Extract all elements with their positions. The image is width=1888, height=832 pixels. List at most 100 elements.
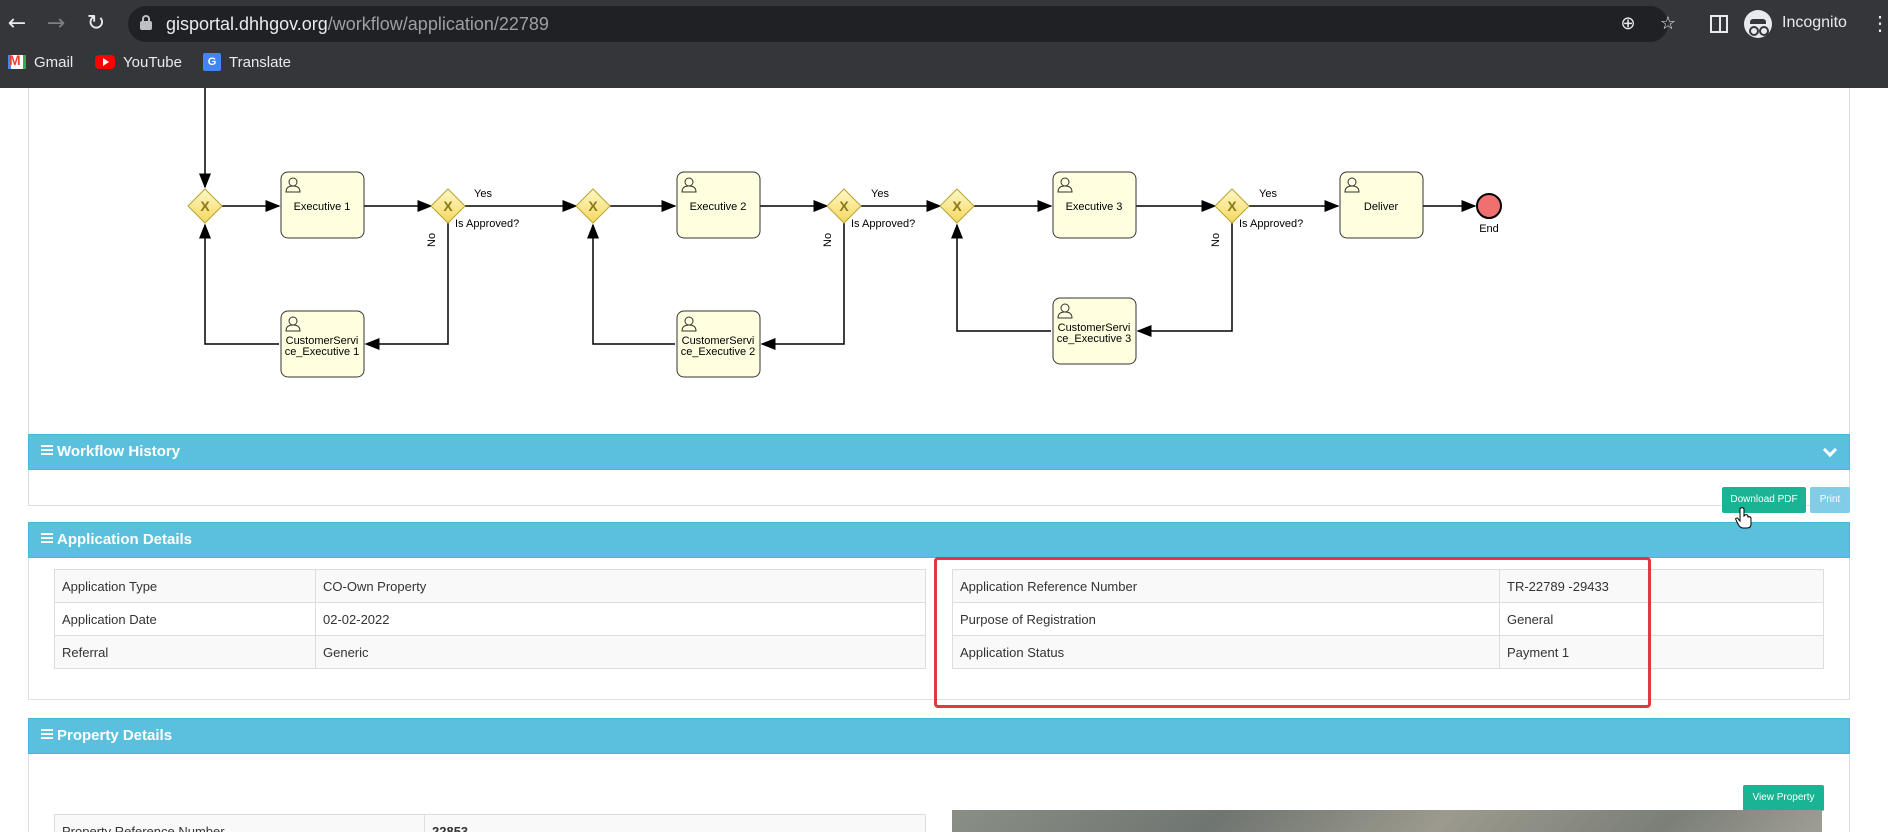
task-customerservice-executive-3[interactable] bbox=[1052, 297, 1137, 365]
list-icon bbox=[41, 729, 53, 739]
side-panel-icon[interactable] bbox=[1710, 15, 1728, 33]
row-label: Application Type bbox=[54, 569, 316, 603]
task-label-cs3-line1: CustomerServi bbox=[1058, 322, 1131, 334]
application-details-title: Application Details bbox=[57, 531, 193, 548]
row-label: Referral bbox=[54, 635, 316, 669]
edge-label-approved-2: Is Approved? bbox=[851, 218, 915, 230]
translate-icon: G bbox=[203, 53, 221, 72]
task-label-cs2-line2: ce_Executive 2 bbox=[681, 346, 756, 358]
edge-label-approved-3: Is Approved? bbox=[1239, 218, 1303, 230]
application-details-header[interactable]: Application Details bbox=[28, 522, 1850, 558]
youtube-icon bbox=[95, 55, 115, 70]
row-label: Purpose of Registration bbox=[952, 602, 1500, 636]
task-label-deliver: Deliver bbox=[1364, 201, 1399, 213]
svg-text:X: X bbox=[952, 198, 962, 214]
incognito-icon bbox=[1744, 10, 1772, 38]
row-value: CO-Own Property bbox=[315, 569, 926, 603]
reload-icon[interactable]: ↻ bbox=[86, 11, 106, 36]
zoom-icon[interactable]: ⊕ bbox=[1620, 13, 1636, 34]
task-deliver[interactable] bbox=[1339, 171, 1424, 239]
row-value: Generic bbox=[315, 635, 926, 669]
lock-icon[interactable] bbox=[140, 15, 152, 31]
workflow-history-title: Workflow History bbox=[57, 443, 181, 460]
row-label: Property Reference Number bbox=[54, 814, 425, 832]
print-button[interactable]: Print bbox=[1810, 487, 1850, 513]
edge-label-no-2: No bbox=[822, 233, 834, 247]
task-executive-3[interactable] bbox=[1052, 171, 1137, 239]
more-menu-icon[interactable]: ⋮ bbox=[1870, 13, 1888, 35]
task-label-cs1-line1: CustomerServi bbox=[286, 335, 359, 347]
address-bar[interactable]: gisportal.dhhgov.org/workflow/applicatio… bbox=[128, 6, 1676, 42]
list-icon bbox=[41, 533, 53, 543]
edge-label-no-1: No bbox=[426, 233, 438, 247]
edge-label-approved-1: Is Approved? bbox=[455, 218, 519, 230]
task-label-executive-1: Executive 1 bbox=[294, 201, 351, 213]
task-executive-2[interactable] bbox=[676, 171, 761, 239]
gateway-4 bbox=[826, 188, 862, 224]
bookmark-star-icon[interactable]: ☆ bbox=[1659, 13, 1677, 34]
list-icon bbox=[41, 445, 53, 455]
task-label-cs3-line2: ce_Executive 3 bbox=[1057, 333, 1132, 345]
view-property-button[interactable]: View Property bbox=[1743, 785, 1824, 811]
end-event bbox=[1476, 193, 1502, 219]
task-label-cs2-line1: CustomerServi bbox=[682, 335, 755, 347]
edge-label-yes-2: Yes bbox=[871, 188, 889, 200]
end-label: End bbox=[1479, 223, 1499, 235]
svg-text:X: X bbox=[839, 198, 849, 214]
edge-label-yes-3: Yes bbox=[1259, 188, 1277, 200]
hand-cursor-icon bbox=[1735, 507, 1752, 529]
browser-toolbar: ← → ↻ gisportal.dhhgov.org/workflow/appl… bbox=[0, 0, 1888, 48]
task-label-executive-3: Executive 3 bbox=[1066, 201, 1123, 213]
bookmark-youtube[interactable]: YouTube bbox=[95, 54, 182, 76]
svg-text:X: X bbox=[200, 198, 210, 214]
task-customerservice-executive-1[interactable] bbox=[280, 310, 365, 378]
row-label: Application Reference Number bbox=[952, 569, 1500, 603]
row-label: Application Date bbox=[54, 602, 316, 636]
bookmark-gmail[interactable]: Gmail bbox=[8, 52, 73, 76]
row-value: Payment 1 bbox=[1499, 635, 1824, 669]
task-label-cs1-line2: ce_Executive 1 bbox=[285, 346, 360, 358]
download-pdf-button[interactable]: Download PDF bbox=[1722, 487, 1806, 513]
incognito-label: Incognito bbox=[1782, 14, 1847, 31]
row-value: TR-22789 -29433 bbox=[1499, 569, 1824, 603]
task-executive-1[interactable] bbox=[280, 171, 365, 239]
browser-chrome: ← → ↻ gisportal.dhhgov.org/workflow/appl… bbox=[0, 0, 1888, 88]
highlight-annotation bbox=[934, 557, 1651, 708]
gateway-6 bbox=[1214, 188, 1250, 224]
task-label-executive-2: Executive 2 bbox=[690, 201, 747, 213]
forward-icon[interactable]: → bbox=[46, 11, 66, 36]
gateway-1 bbox=[187, 188, 223, 224]
url-text[interactable]: gisportal.dhhgov.org/workflow/applicatio… bbox=[166, 14, 549, 34]
workflow-history-header[interactable]: Workflow History bbox=[28, 434, 1850, 470]
edge-label-no-3: No bbox=[1210, 233, 1222, 247]
edge-label-yes-1: Yes bbox=[474, 188, 492, 200]
svg-text:X: X bbox=[1227, 198, 1237, 214]
row-value: General bbox=[1499, 602, 1824, 636]
svg-text:X: X bbox=[443, 198, 453, 214]
property-details-header[interactable]: Property Details bbox=[28, 718, 1850, 754]
chevron-down-icon[interactable] bbox=[1822, 442, 1838, 458]
gateway-3 bbox=[575, 188, 611, 224]
row-label: Application Status bbox=[952, 635, 1500, 669]
property-map-thumbnail[interactable] bbox=[952, 810, 1822, 832]
incognito-profile-button[interactable]: Incognito bbox=[1744, 8, 1872, 40]
row-value: 22853 bbox=[424, 814, 926, 832]
task-customerservice-executive-2[interactable] bbox=[676, 310, 761, 378]
back-icon[interactable]: ← bbox=[7, 11, 27, 36]
gmail-icon bbox=[8, 52, 26, 70]
gateway-5 bbox=[939, 188, 975, 224]
